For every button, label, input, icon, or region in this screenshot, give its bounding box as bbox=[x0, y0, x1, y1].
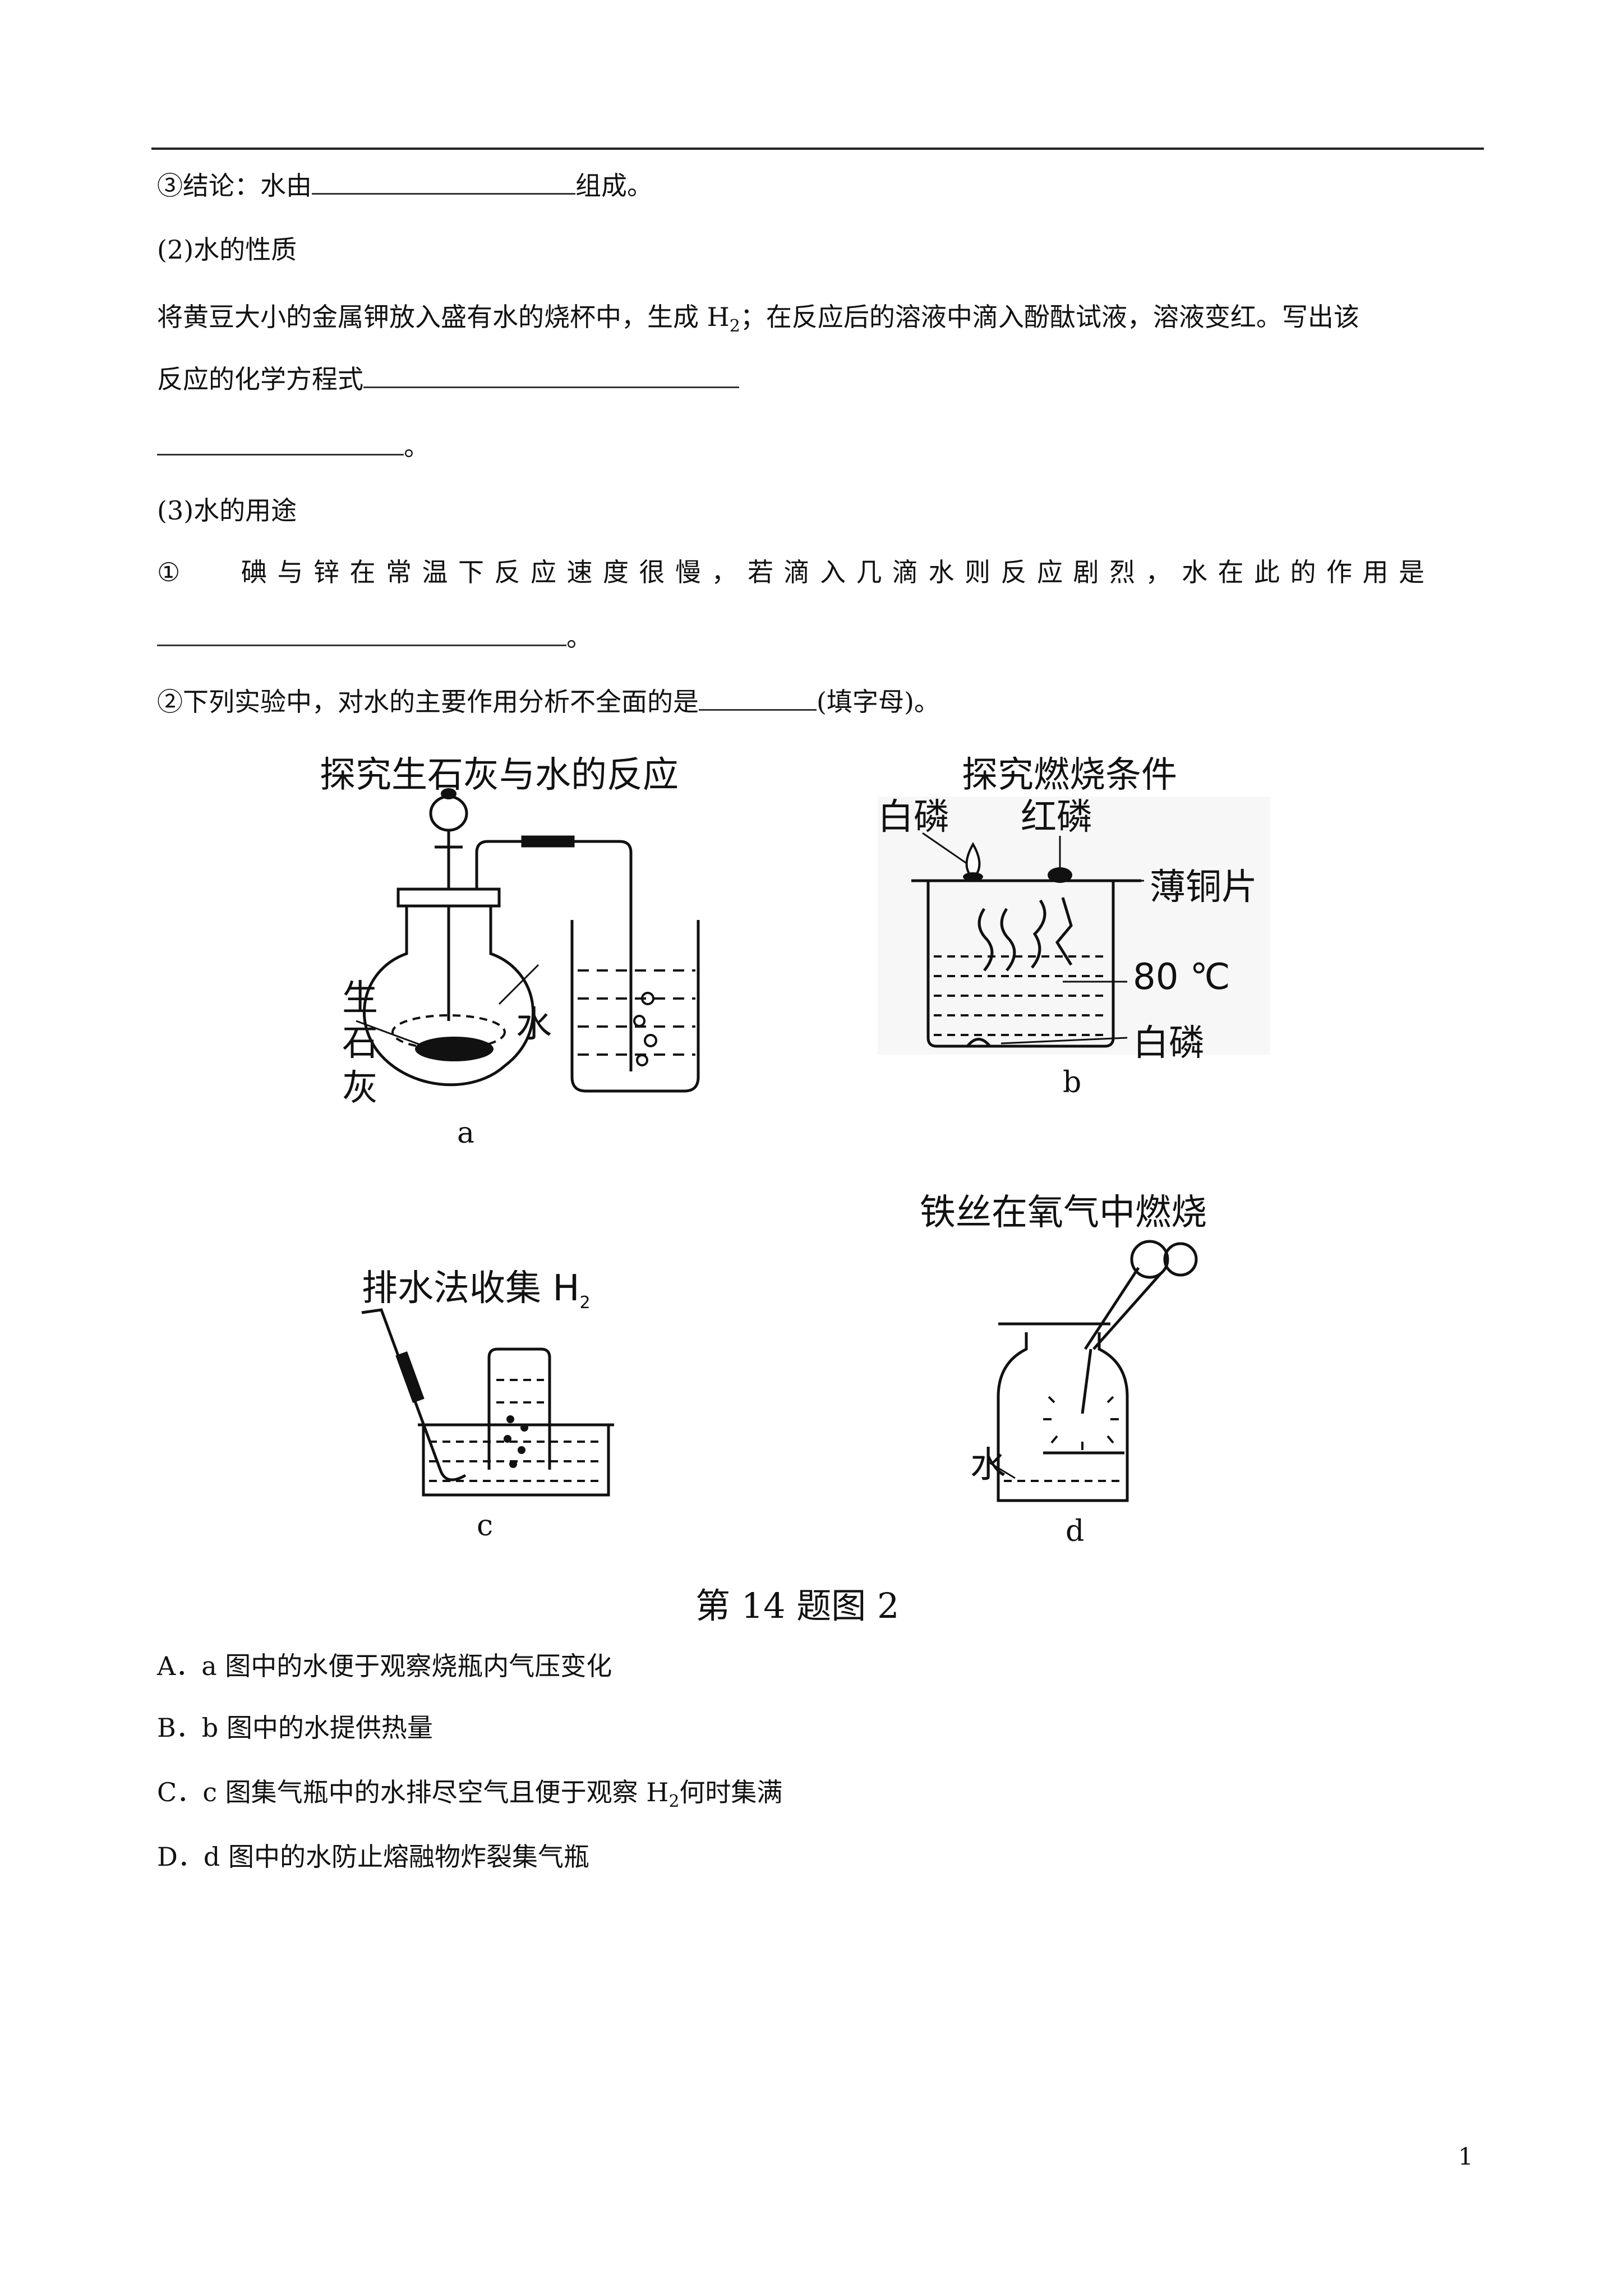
figure-b-letter: b bbox=[1063, 1066, 1082, 1099]
subscript: 2 bbox=[579, 1292, 591, 1313]
figure-d-letter: d bbox=[1066, 1515, 1085, 1548]
combustion-conditions-diagram bbox=[878, 797, 1270, 1055]
option-text: D．d 图中的水防止熔融物炸裂集气瓶 bbox=[157, 1842, 589, 1872]
iron-wire-combustion-diagram bbox=[986, 1240, 1198, 1502]
use2-text: ②下列实验中，对水的主要作用分析不全面的是 bbox=[157, 687, 699, 717]
figure-b-copper-label: 薄铜片 bbox=[1150, 867, 1257, 908]
trough bbox=[422, 1425, 610, 1497]
figure-a-water-label: 水 bbox=[516, 1004, 552, 1046]
white-phosphorus-top bbox=[963, 872, 983, 881]
tongs-handle bbox=[1130, 1240, 1169, 1279]
property-line-2: 反应的化学方程式 bbox=[157, 362, 739, 396]
figure-c-title-text: 排水法收集 H bbox=[362, 1268, 580, 1309]
conclusion-prefix: ③结论：水由 bbox=[157, 171, 312, 201]
dropping-funnel bbox=[429, 795, 468, 832]
use1-answer-line: 。 bbox=[157, 620, 592, 654]
section-title: (2)水的性质 bbox=[157, 234, 297, 265]
figure-b-title: 探究燃烧条件 bbox=[962, 754, 1177, 796]
figure-d-title: 铁丝在氧气中燃烧 bbox=[920, 1192, 1207, 1234]
figure-c bbox=[359, 1301, 617, 1503]
figure-a bbox=[314, 785, 718, 1111]
label-char: 灰 bbox=[342, 1068, 378, 1109]
figure-b-temp-label: 80 ℃ bbox=[1133, 956, 1230, 998]
figure-b-white-p-bottom-label: 白磷 bbox=[1133, 1023, 1205, 1064]
label-char: 石 bbox=[342, 1023, 378, 1064]
figure-b-white-p-top-label: 白磷 bbox=[878, 797, 949, 838]
subscript: 2 bbox=[729, 316, 740, 337]
property-text: 反应的化学方程式 bbox=[157, 364, 363, 394]
use2-text: (填字母)。 bbox=[817, 687, 940, 717]
use2-line: ②下列实验中，对水的主要作用分析不全面的是 (填字母)。 bbox=[157, 684, 940, 719]
property-text: 将黄豆大小的金属钾放入盛有水的烧杯中，生成 H bbox=[157, 302, 730, 332]
page-number: 1 bbox=[1458, 2143, 1473, 2170]
property-line-3: 。 bbox=[157, 429, 430, 463]
option-b[interactable]: B．b 图中的水提供热量 bbox=[157, 1711, 433, 1745]
gas-jar bbox=[487, 1347, 551, 1470]
option-text: 何时集满 bbox=[679, 1777, 783, 1807]
figure-b bbox=[878, 797, 1270, 1055]
conclusion-suffix: 组成。 bbox=[575, 171, 653, 201]
answer-blank[interactable] bbox=[312, 168, 575, 195]
section-title: (3)水的用途 bbox=[157, 495, 297, 526]
item-marker: ① bbox=[157, 557, 181, 587]
header-rule bbox=[151, 148, 1484, 150]
label-char: 生 bbox=[342, 978, 378, 1019]
use1-line: ① 碘与锌在常温下反应速度很慢，若滴入几滴水则反应剧烈，水在此的作用是 bbox=[157, 555, 1481, 589]
delivery-tube bbox=[361, 1308, 467, 1481]
figure-caption: 第 14 题图 2 bbox=[695, 1585, 900, 1626]
period: 。 bbox=[404, 431, 430, 462]
beaker bbox=[570, 920, 700, 1093]
use1-text: 碘与锌在常温下反应速度很慢，若滴入几滴水则反应剧烈，水在此的作用是 bbox=[241, 557, 1435, 587]
answer-blank[interactable] bbox=[699, 684, 817, 711]
beaker bbox=[926, 881, 1115, 1048]
quicklime-solid bbox=[415, 1037, 494, 1061]
gas-bottle bbox=[997, 1332, 1129, 1502]
figure-d-water-label: 水 bbox=[970, 1444, 1006, 1486]
option-text: C．c 图集气瓶中的水排尽空气且便于观察 H bbox=[157, 1777, 669, 1807]
answer-blank[interactable] bbox=[157, 429, 404, 455]
option-d[interactable]: D．d 图中的水防止熔融物炸裂集气瓶 bbox=[157, 1840, 589, 1874]
figure-a-title: 探究生石灰与水的反应 bbox=[320, 754, 679, 796]
figure-c-title: 排水法收集 H2 bbox=[362, 1259, 591, 1313]
option-text: B．b 图中的水提供热量 bbox=[157, 1713, 433, 1743]
subscript: 2 bbox=[668, 1792, 680, 1812]
option-c[interactable]: C．c 图集气瓶中的水排尽空气且便于观察 H2何时集满 bbox=[157, 1775, 782, 1819]
quicklime-apparatus-diagram bbox=[356, 788, 700, 1093]
red-phosphorus bbox=[1048, 867, 1072, 883]
property-text: ；在反应后的溶液中滴入酚酞试液，溶液变红。写出该 bbox=[740, 302, 1359, 332]
flame-icon bbox=[965, 841, 981, 876]
option-text: A．a 图中的水便于观察烧瓶内气压变化 bbox=[157, 1651, 612, 1681]
property-line-1: 将黄豆大小的金属钾放入盛有水的烧杯中，生成 H2；在反应后的溶液中滴入酚酞试液，… bbox=[157, 300, 1359, 343]
option-a[interactable]: A．a 图中的水便于观察烧瓶内气压变化 bbox=[157, 1649, 612, 1683]
water-displacement-diagram bbox=[361, 1308, 614, 1497]
conclusion-line: ③结论：水由 组成。 bbox=[157, 168, 653, 203]
figure-a-quicklime-label: 生 石 灰 bbox=[342, 976, 378, 1111]
figure-d bbox=[965, 1228, 1200, 1509]
figure-a-letter: a bbox=[457, 1116, 475, 1150]
figure-c-letter: c bbox=[477, 1509, 494, 1543]
answer-blank[interactable] bbox=[363, 362, 739, 388]
period: 。 bbox=[566, 622, 592, 652]
answer-blank[interactable] bbox=[157, 620, 566, 646]
flask bbox=[363, 895, 534, 1087]
figure-b-red-p-label: 红磷 bbox=[1021, 797, 1092, 838]
